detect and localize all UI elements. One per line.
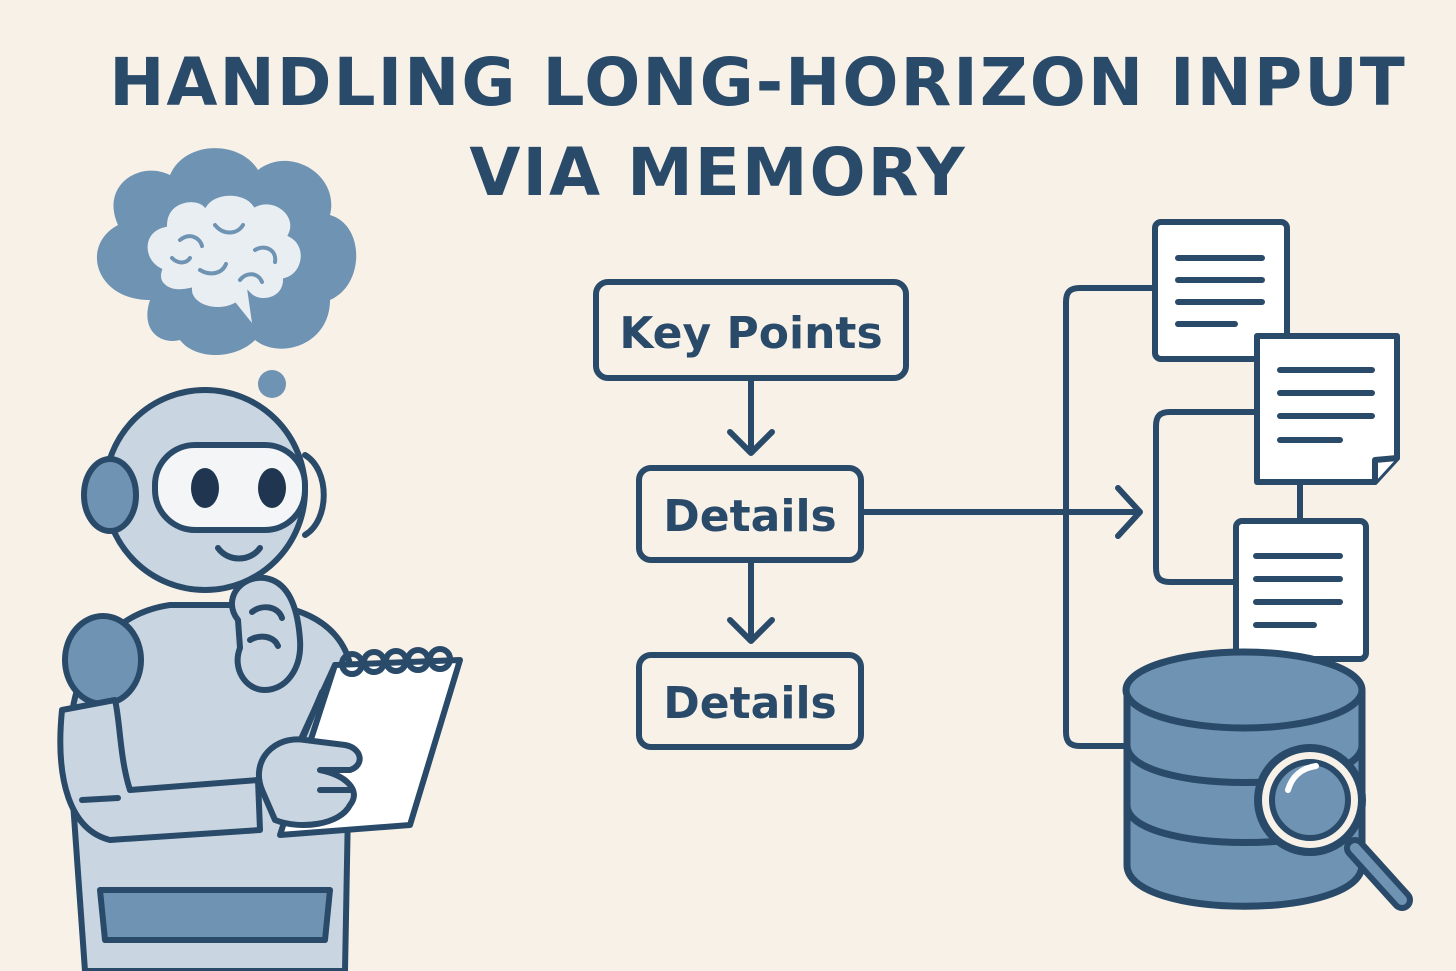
memory-bracket bbox=[1063, 285, 1158, 749]
document-icon bbox=[1233, 518, 1369, 662]
flow-diagram bbox=[593, 279, 1303, 750]
box-details-1-label: Details bbox=[663, 491, 836, 542]
document-icon bbox=[1254, 333, 1400, 485]
title-line-1: HANDLING LONG-HORIZON INPUT bbox=[109, 44, 1407, 121]
diagram-title: HANDLING LONG-HORIZON INPUT VIA MEMORY bbox=[0, 38, 1456, 218]
box-key-points-label: Key Points bbox=[619, 308, 882, 359]
magnifier-icon bbox=[1254, 744, 1413, 911]
brain-icon bbox=[143, 191, 305, 337]
document-icon bbox=[1152, 219, 1290, 362]
box-details-2 bbox=[636, 652, 864, 750]
robot-icon bbox=[57, 387, 355, 971]
box-details-2-label: Details bbox=[663, 678, 836, 729]
title-line-2: VIA MEMORY bbox=[469, 134, 967, 211]
notepad-icon bbox=[255, 646, 463, 838]
